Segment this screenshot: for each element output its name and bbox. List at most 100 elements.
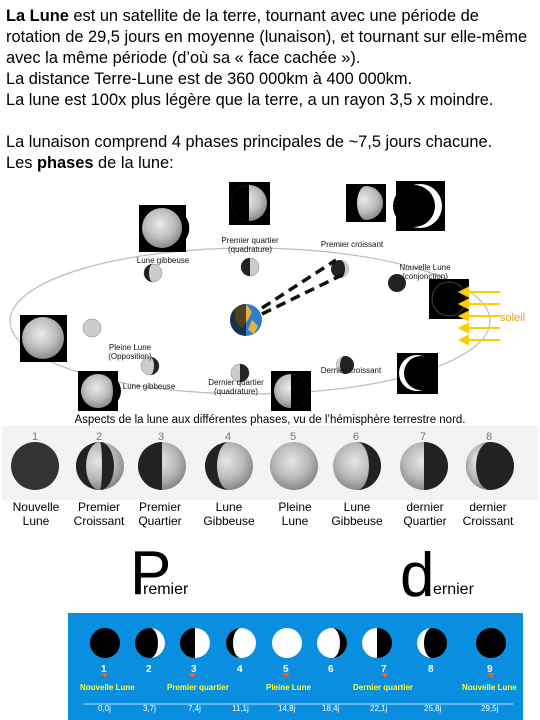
strip-num-7: 7	[381, 664, 387, 675]
strip-moon-4	[226, 628, 256, 658]
photo-phase-8	[466, 442, 514, 490]
phases-bold: phases	[36, 154, 94, 172]
strip-moon-9	[476, 628, 506, 658]
photo-last-crescent	[397, 353, 438, 394]
strip-day-5: 14,8j	[278, 704, 296, 713]
photo-gibbous-top	[139, 205, 190, 252]
strip-moon-2	[135, 628, 165, 658]
label-premier-quartier: Premier quartier (quadrature)	[221, 236, 279, 254]
strip-moon-7	[362, 628, 392, 658]
photo-phase-4	[205, 442, 253, 490]
photo-phase-3	[138, 442, 186, 490]
moon-orbit-diagram	[9, 181, 500, 411]
phases-caption: Aspects de la lune aux différentes phase…	[74, 414, 466, 426]
strip-label-premier-quartier: Premier quartier	[167, 683, 229, 692]
strip-num-2: 2	[146, 664, 152, 675]
mnemonic-d-letter: d	[400, 541, 435, 610]
photo-gibbous-bottom	[78, 371, 121, 411]
photo-number-4: 4	[225, 431, 232, 443]
mnemonic-p-rest: remier	[143, 581, 189, 598]
label-dernier-quartier: Dernier quartier (quadrature)	[208, 378, 264, 396]
photo-phase-2	[76, 442, 124, 490]
strip-moon-1	[90, 628, 120, 658]
intro-p1-rest: est un satellite de la terre, tournant a…	[6, 7, 528, 67]
label-premier-croissant: Premier croissant	[320, 240, 384, 249]
photo-first-quarter-top	[229, 182, 270, 225]
strip-moon-8	[417, 628, 447, 658]
intro-paragraph-5: Les phases de la lune:	[6, 153, 538, 174]
strip-day-7: 22,1j	[370, 704, 388, 713]
lunation-strip: 1 2 3 4 5 6 7 8 9 Nouvelle Lune Premier …	[68, 613, 523, 720]
label-dernier-croissant: Dernier croissant	[320, 366, 382, 375]
orbit-moon-gibbous-top	[143, 263, 163, 283]
orbit-moon-gibbous-bottom	[140, 356, 160, 376]
photo-number-3: 3	[158, 431, 165, 443]
orbit-moon-first-quarter	[240, 257, 260, 277]
moon-bold: La Lune	[6, 7, 69, 25]
label-pleine-lune: Pleine Lune (Opposition)	[108, 343, 152, 361]
strip-day-6: 18,4j	[322, 704, 340, 713]
phase-label-8: dernier Croissant	[462, 500, 514, 528]
photo-phase-6	[333, 442, 381, 490]
photo-crescent-far	[393, 181, 445, 231]
photo-number-2: 2	[96, 431, 103, 443]
phase-photos	[11, 442, 514, 490]
photo-first-crescent-top	[346, 184, 386, 222]
phase-label-6: Lune Gibbeuse	[331, 500, 383, 528]
strip-markers	[101, 673, 495, 678]
intro-paragraph-1: La Lune est un satellite de la terre, to…	[6, 6, 538, 69]
intro-p5-a: Les	[6, 154, 37, 172]
strip-label-dernier-quartier: Dernier quartier	[353, 683, 414, 692]
photo-number-5: 5	[290, 431, 297, 443]
orbit-moon-last-crescent	[336, 356, 354, 374]
photo-number-7: 7	[420, 431, 427, 443]
strip-num-9: 9	[487, 664, 493, 675]
strip-day-1: 0,0j	[98, 704, 111, 713]
strip-day-4: 11,1j	[232, 704, 249, 713]
photo-new-moon	[429, 279, 469, 319]
strip-num-6: 6	[328, 664, 334, 675]
sight-lines	[261, 258, 349, 316]
photo-last-quarter-bottom	[271, 371, 311, 411]
phase-label-4: Lune Gibbeuse	[203, 500, 255, 528]
orbit-ellipse	[9, 247, 491, 395]
strip-moon-6	[317, 628, 347, 658]
strip-label-pleine-lune: Pleine Lune	[266, 683, 311, 692]
phase-label-2: Premier Croissant	[73, 500, 125, 528]
mnemonic-d-rest: ernier	[433, 581, 474, 598]
photo-number-8: 8	[486, 431, 493, 443]
strip-day-2: 3,7j	[143, 704, 156, 713]
orbit-moon-first-crescent	[331, 260, 349, 278]
intro-p5-b: de la lune:	[93, 154, 174, 172]
strip-moon-5	[272, 628, 302, 658]
photo-phase-1	[11, 442, 59, 490]
strip-label-nouvelle-lune-2: Nouvelle Lune	[462, 683, 517, 692]
earth-globe	[230, 304, 262, 336]
photo-number-1: 1	[32, 431, 39, 443]
orbit-moon-full	[82, 318, 102, 338]
strip-day-9: 29,5j	[481, 704, 499, 713]
photo-full-moon	[20, 315, 67, 362]
strip-day-3: 7,4j	[188, 704, 201, 713]
mnemonic-p-letter: P	[130, 539, 172, 608]
strip-num-5: 5	[283, 664, 289, 675]
photo-phase-5	[270, 442, 318, 490]
photo-phase-7	[400, 442, 448, 490]
photo-number-6: 6	[353, 431, 360, 443]
strip-num-8: 8	[428, 664, 434, 675]
intro-paragraph-3: La lune est 100x plus légère que la terr…	[6, 91, 494, 109]
strip-moon-3	[180, 628, 210, 658]
label-nouvelle-lune: Nouvelle Lune (conjonction)	[399, 263, 451, 281]
strip-moons	[84, 628, 513, 705]
intro-paragraph-4: La lunaison comprend 4 phases principale…	[6, 133, 493, 151]
label-lune-gibbeuse-top: Lune gibbeuse	[136, 256, 190, 265]
phase-label-5: Pleine Lune	[278, 500, 312, 528]
strip-label-nouvelle-lune-1: Nouvelle Lune	[80, 683, 135, 692]
strip-num-3: 3	[191, 664, 197, 675]
label-lune-gibbeuse-bottom: Lune gibbeuse	[122, 382, 176, 391]
orbit-moon-last-quarter	[230, 363, 250, 383]
strip-num-1: 1	[101, 664, 107, 675]
phase-label-7: dernier Quartier	[403, 500, 447, 528]
phase-label-3: Premier Quartier	[138, 500, 182, 528]
label-soleil: soleil	[500, 312, 526, 324]
